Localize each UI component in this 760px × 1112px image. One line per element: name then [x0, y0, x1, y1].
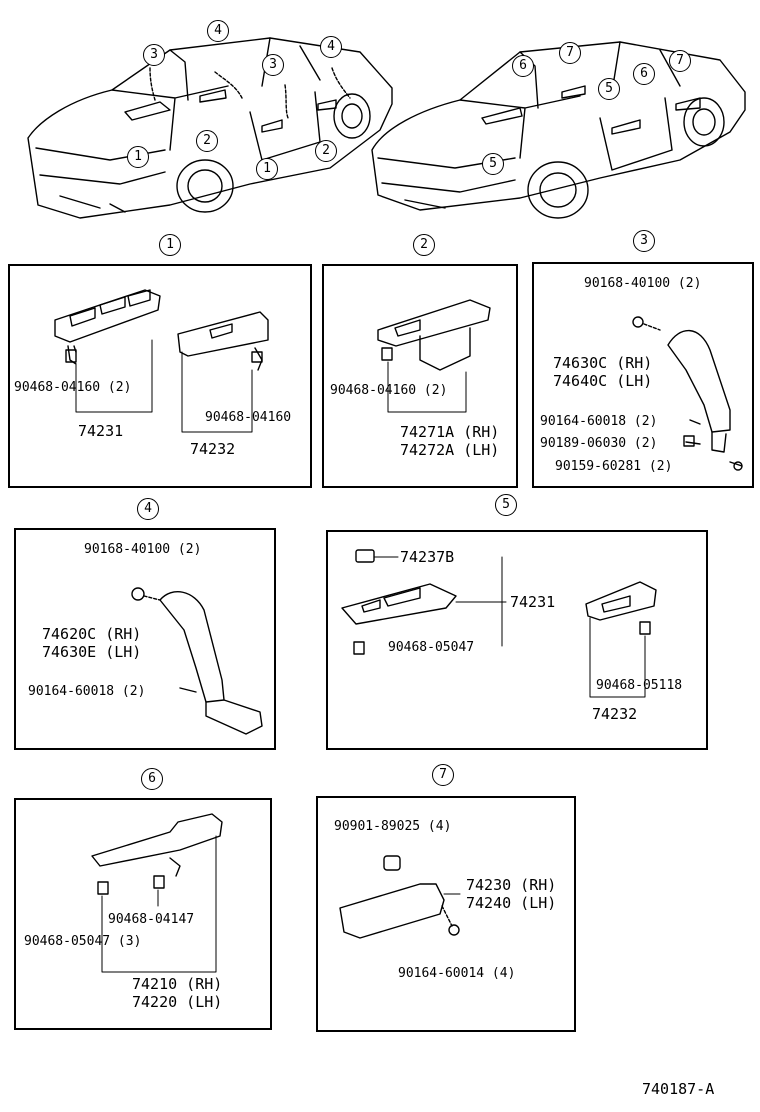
- panel7-parts: [339, 855, 461, 939]
- car-callout-7b: 7: [669, 50, 691, 72]
- panel2-part-rh-label: 74271A (RH): [400, 423, 500, 441]
- panel5-part-b-label: 74232: [592, 705, 638, 723]
- panel1-clip-a-label: 90468-04160 (2): [14, 380, 132, 395]
- panel3-part-rh-label: 74630C (RH): [553, 354, 653, 372]
- panel3-parts: [632, 316, 743, 471]
- panel7-box: [316, 796, 576, 1032]
- panel2-number: 2: [413, 234, 435, 256]
- panel3-clip-label: 90168-40100 (2): [584, 276, 702, 291]
- panel2-clip-label: 90468-04160 (2): [330, 383, 448, 398]
- panel2-part-lh-label: 74272A (LH): [400, 441, 500, 459]
- panel3-screw1-label: 90164-60018 (2): [540, 414, 658, 429]
- car-callout-1: 1: [127, 146, 149, 168]
- diagram-code: 740187-A: [642, 1080, 715, 1098]
- car-callout-7: 7: [559, 42, 581, 64]
- panel3-part-lh-label: 74640C (LH): [553, 372, 653, 390]
- panel6-box: [14, 798, 272, 1030]
- car-callout-4b: 4: [320, 36, 342, 58]
- panel1-part-b-label: 74232: [190, 440, 236, 458]
- car-callout-3: 3: [143, 44, 165, 66]
- car-callout-1b: 1: [256, 158, 278, 180]
- panel6-parts: [91, 813, 223, 973]
- panel6-clip-a-label: 90468-05047 (3): [24, 934, 142, 949]
- panel4-part-rh-label: 74620C (RH): [42, 625, 142, 643]
- panel4-number: 4: [137, 498, 159, 520]
- panel4-part-lh-label: 74630E (LH): [42, 643, 142, 661]
- panel1-box: [8, 264, 312, 488]
- car-callout-6b: 6: [633, 63, 655, 85]
- panel3-screw3-label: 90159-60281 (2): [555, 459, 673, 474]
- panel5-clip-a-label: 90468-05047: [388, 640, 475, 655]
- panel6-clip-b-label: 90468-04147: [108, 912, 195, 927]
- panel3-screw2-label: 90189-06030 (2): [540, 436, 658, 451]
- panel5-cap-label: 74237B: [400, 548, 455, 566]
- car-callout-5: 5: [598, 78, 620, 100]
- panel1-part-a-label: 74231: [78, 422, 124, 440]
- panel4-box: [14, 528, 276, 750]
- left-car-illustration: [27, 37, 393, 219]
- car-callout-3b: 3: [262, 54, 284, 76]
- panel1-parts: [54, 289, 269, 433]
- panel3-box: [532, 262, 754, 488]
- panel6-part-rh-label: 74210 (RH): [132, 975, 223, 993]
- car-callout-2: 2: [196, 130, 218, 152]
- car-callout-6: 6: [512, 55, 534, 77]
- panel3-number: 3: [633, 230, 655, 252]
- panel4-parts: [131, 587, 263, 735]
- panel4-screw-label: 90164-60018 (2): [28, 684, 146, 699]
- panel7-part-lh-label: 74240 (LH): [466, 894, 557, 912]
- panel7-number: 7: [432, 764, 454, 786]
- car-callout-4: 4: [207, 20, 229, 42]
- panel5-clip-b-label: 90468-05118: [596, 678, 683, 693]
- panel7-part-rh-label: 74230 (RH): [466, 876, 557, 894]
- panel1-number: 1: [159, 234, 181, 256]
- panel5-part-a-label: 74231: [510, 593, 556, 611]
- right-car-illustration: [371, 41, 746, 219]
- panel1-clip-b-label: 90468-04160: [205, 410, 292, 425]
- panel5-box: [326, 530, 708, 750]
- panel7-screw-label: 90164-60014 (4): [398, 966, 516, 981]
- car-callout-5b: 5: [482, 153, 504, 175]
- panel6-part-lh-label: 74220 (LH): [132, 993, 223, 1011]
- panel5-number: 5: [495, 494, 517, 516]
- panel6-number: 6: [141, 768, 163, 790]
- car-callout-2b: 2: [315, 140, 337, 162]
- panel2-parts: [377, 299, 491, 413]
- panel4-clip-label: 90168-40100 (2): [84, 542, 202, 557]
- panel2-box: [322, 264, 518, 488]
- panel7-nut-label: 90901-89025 (4): [334, 819, 452, 834]
- panel5-parts: [341, 549, 657, 698]
